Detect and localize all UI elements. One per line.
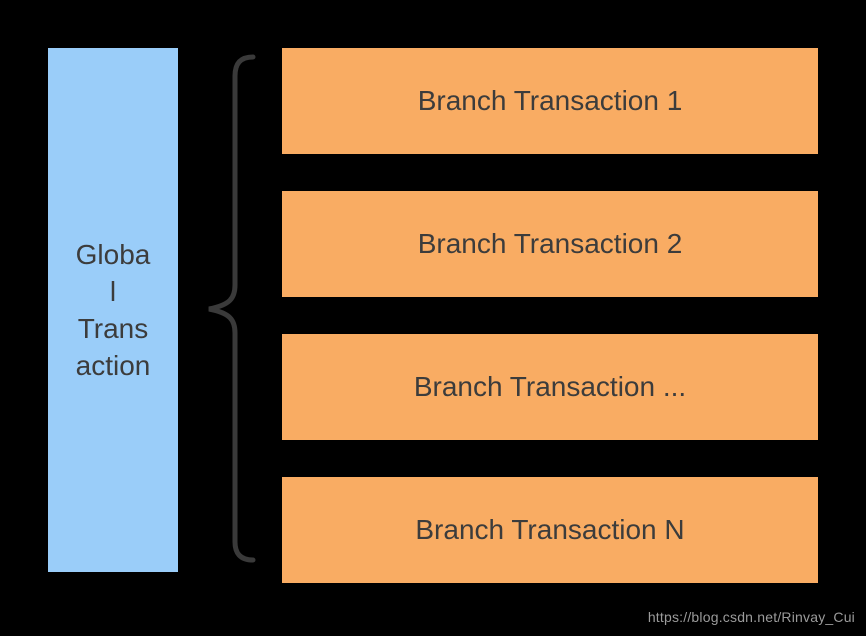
global-transaction-label: Globa l Trans action xyxy=(75,239,151,381)
branch-transaction-box-2: Branch Transaction 2 xyxy=(282,191,818,297)
branch-transaction-label-ellipsis: Branch Transaction ... xyxy=(413,371,687,402)
watermark-url: https://blog.csdn.net/Rinvay_Cui xyxy=(647,609,855,625)
branch-transaction-label-2: Branch Transaction 2 xyxy=(417,228,683,259)
curly-brace-icon xyxy=(208,54,256,563)
branch-transaction-box-ellipsis: Branch Transaction ... xyxy=(282,334,818,440)
branch-transactions-column: Branch Transaction 1 Branch Transaction … xyxy=(282,48,818,583)
branch-transaction-box-n: Branch Transaction N xyxy=(282,477,818,583)
global-transaction-box: Globa l Trans action xyxy=(48,48,178,572)
branch-transaction-label-1: Branch Transaction 1 xyxy=(417,85,683,116)
branch-transaction-label-n: Branch Transaction N xyxy=(415,514,685,545)
branch-transaction-box-1: Branch Transaction 1 xyxy=(282,48,818,154)
